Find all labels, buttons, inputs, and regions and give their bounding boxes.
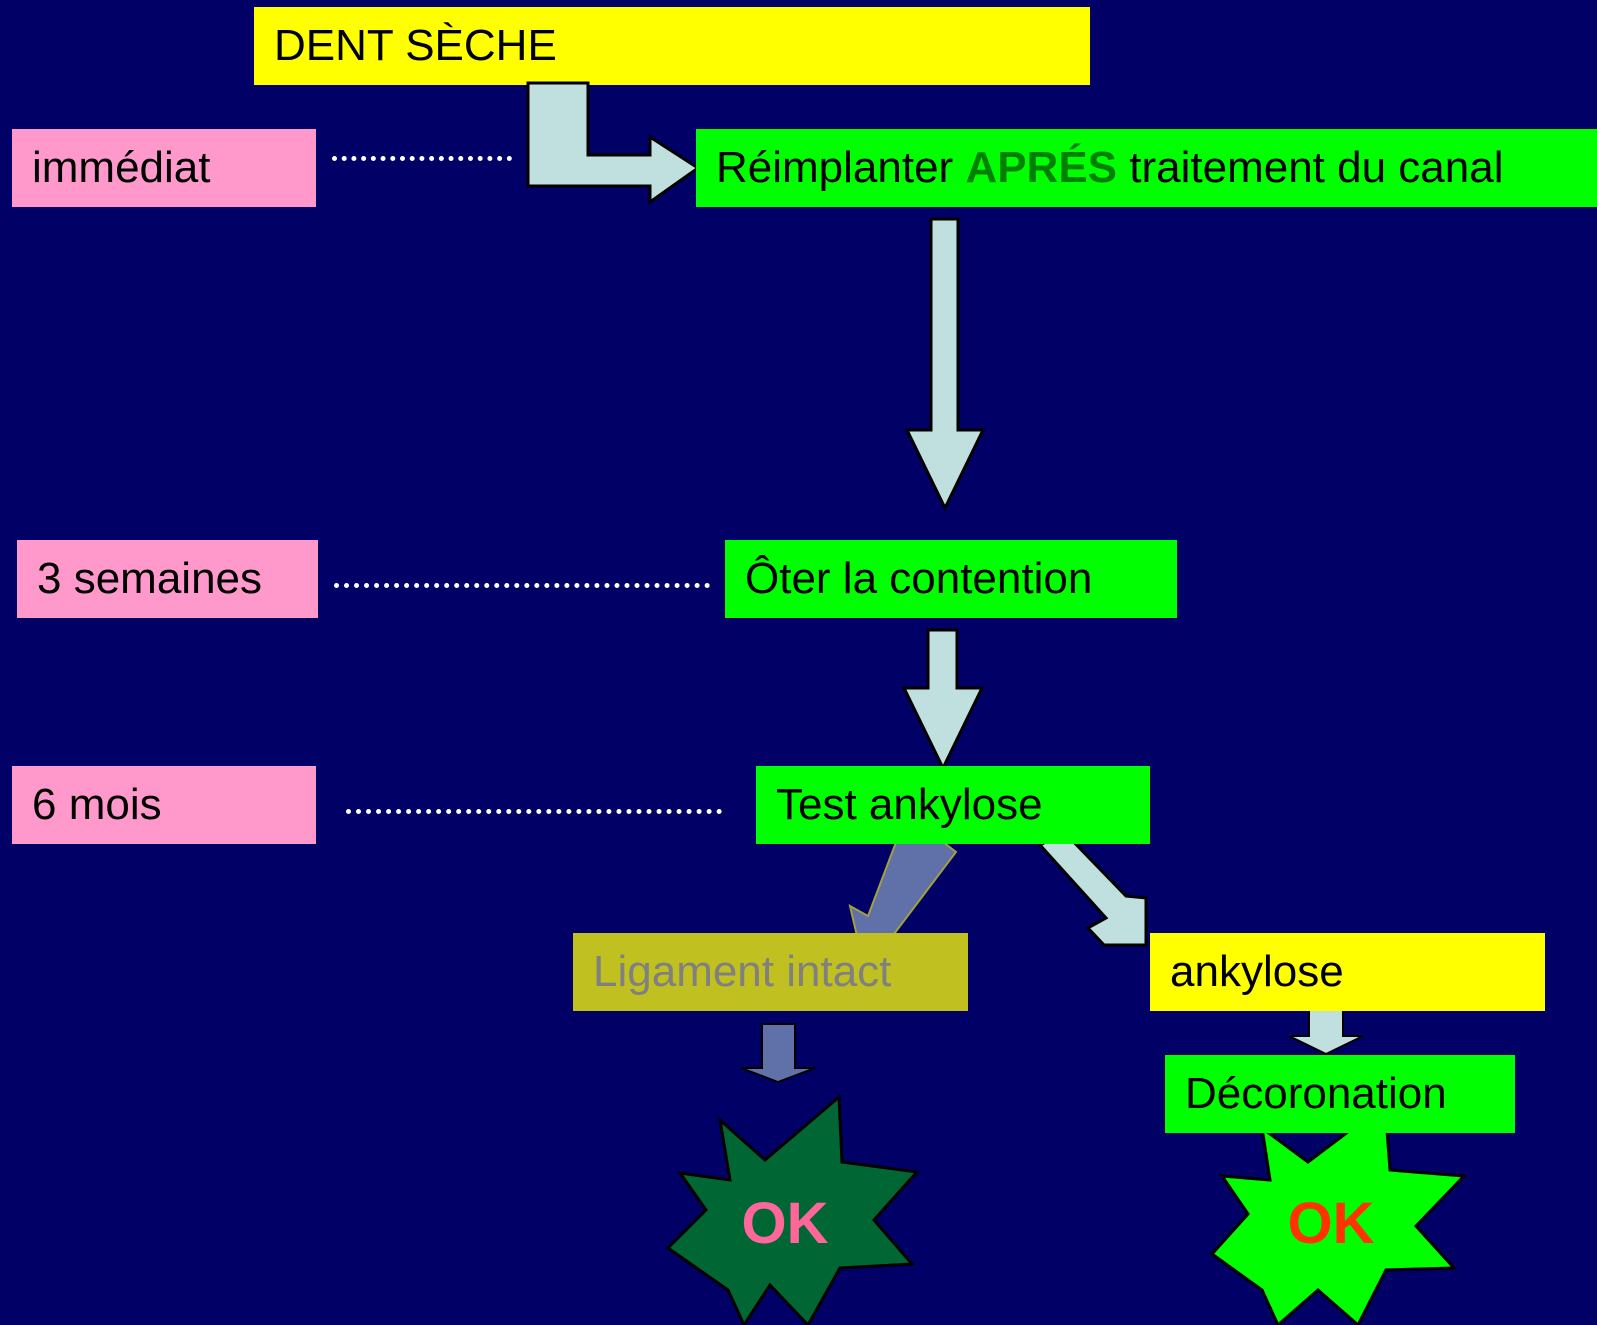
step-remove-splint: Ôter la contention xyxy=(725,540,1177,618)
timeline-immediate: immédiat xyxy=(12,129,316,207)
step-decoronation-label: Décoronation xyxy=(1185,1069,1447,1118)
step-reimplant: Réimplanter APRÉS traitement du canal xyxy=(696,129,1597,207)
outcome-ok-left: OK xyxy=(741,1191,829,1256)
step-reimplant-text-after: traitement du canal xyxy=(1117,143,1504,192)
timeline-six-months: 6 mois xyxy=(12,766,316,844)
diagonal-arrow-right xyxy=(1037,830,1148,947)
step-reimplant-emphasis: APRÉS xyxy=(965,143,1118,192)
title-box: DENT SÈCHE xyxy=(254,7,1090,85)
timeline-three-weeks-label: 3 semaines xyxy=(37,554,263,603)
title-text: DENT SÈCHE xyxy=(274,21,557,70)
elbow-arrow xyxy=(526,81,701,205)
step-ankylosis: ankylose xyxy=(1150,933,1545,1011)
step-remove-splint-label: Ôter la contention xyxy=(745,554,1093,603)
timeline-immediate-label: immédiat xyxy=(32,143,211,192)
step-ankylosis-test-label: Test ankylose xyxy=(776,780,1043,829)
step-ankylosis-test: Test ankylose xyxy=(756,766,1150,844)
timeline-three-weeks: 3 semaines xyxy=(17,540,318,618)
dotted-connector-immediate xyxy=(332,156,512,161)
step-ligament-intact-label: Ligament intact xyxy=(593,947,892,996)
step-reimplant-text-before: Réimplanter xyxy=(716,143,966,192)
timeline-six-months-label: 6 mois xyxy=(32,780,162,829)
outcome-ok-right: OK xyxy=(1287,1191,1375,1256)
step-ligament-intact: Ligament intact xyxy=(573,933,968,1011)
ok-star-right xyxy=(1209,1101,1468,1325)
step-decoronation: Décoronation xyxy=(1165,1055,1515,1133)
down-arrow-long xyxy=(904,217,986,512)
dotted-connector-three-weeks xyxy=(334,583,710,588)
ok-star-left xyxy=(665,1093,921,1325)
down-arrow-short xyxy=(901,628,985,772)
small-down-arrow-left xyxy=(740,1023,816,1084)
dotted-connector-six-months xyxy=(346,809,722,814)
step-ankylosis-label: ankylose xyxy=(1170,947,1344,996)
